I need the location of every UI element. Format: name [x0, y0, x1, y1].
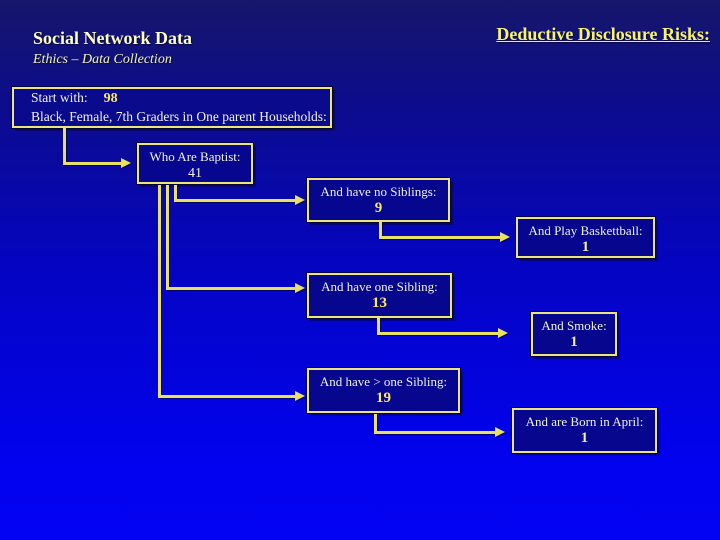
flow-box-baptist: Who Are Baptist: 41 — [137, 143, 253, 184]
connector-segment — [377, 318, 380, 335]
flow-box-no-siblings: And have no Siblings: 9 — [307, 178, 450, 222]
arrowhead-icon — [295, 391, 305, 401]
one-sibling-label: And have one Sibling: — [321, 279, 438, 294]
connector-segment — [63, 162, 121, 165]
flow-box-gt-one-sibling: And have > one Sibling: 19 — [307, 368, 460, 413]
gt-one-sibling-value: 19 — [376, 390, 391, 406]
april-value: 1 — [580, 430, 589, 446]
one-sibling-value: 13 — [372, 295, 387, 311]
arrowhead-icon — [295, 283, 305, 293]
arrowhead-icon — [495, 427, 505, 437]
arrowhead-icon — [498, 328, 508, 338]
flow-box-smoke: And Smoke: 1 — [531, 312, 617, 356]
start-line2: Black, Female, 7th Graders in One parent… — [31, 109, 327, 124]
slide-subtitle: Ethics – Data Collection — [33, 52, 172, 67]
connector-segment — [374, 431, 495, 434]
connector-segment — [158, 395, 295, 398]
flow-box-one-sibling: And have one Sibling: 13 — [307, 273, 452, 318]
connector-segment — [379, 222, 382, 239]
no-siblings-label: And have no Siblings: — [320, 184, 437, 199]
arrowhead-icon — [121, 158, 131, 168]
flow-box-basketball: And Play Baskettball: 1 — [516, 217, 655, 258]
slide-title: Social Network Data — [33, 28, 192, 48]
baptist-label: Who Are Baptist: — [149, 149, 241, 164]
basketball-value: 1 — [581, 239, 590, 255]
connector-segment — [174, 199, 295, 202]
connector-segment — [374, 414, 377, 434]
smoke-label: And Smoke: — [541, 318, 607, 333]
connector-segment — [166, 185, 169, 290]
connector-segment — [158, 185, 161, 398]
smoke-value: 1 — [570, 334, 578, 350]
arrowhead-icon — [295, 195, 305, 205]
arrowhead-icon — [500, 232, 510, 242]
baptist-value: 41 — [188, 166, 202, 181]
connector-segment — [377, 332, 498, 335]
flow-box-start: Start with: 98 Black, Female, 7th Graders… — [12, 87, 332, 128]
basketball-label: And Play Baskettball: — [528, 223, 643, 238]
connector-segment — [63, 128, 66, 165]
connector-segment — [379, 236, 500, 239]
start-prefix: Start with: — [31, 90, 88, 105]
gt-one-sibling-label: And have > one Sibling: — [319, 374, 448, 389]
no-siblings-value: 9 — [374, 200, 383, 216]
slide-heading: Deductive Disclosure Risks: — [496, 24, 710, 44]
flow-box-april: And are Born in April: 1 — [512, 408, 657, 453]
connector-segment — [174, 185, 177, 202]
connector-segment — [166, 287, 295, 290]
april-label: And are Born in April: — [525, 414, 644, 429]
start-value: 98 — [103, 91, 118, 106]
start-line1: Start with: 98 — [14, 89, 330, 108]
